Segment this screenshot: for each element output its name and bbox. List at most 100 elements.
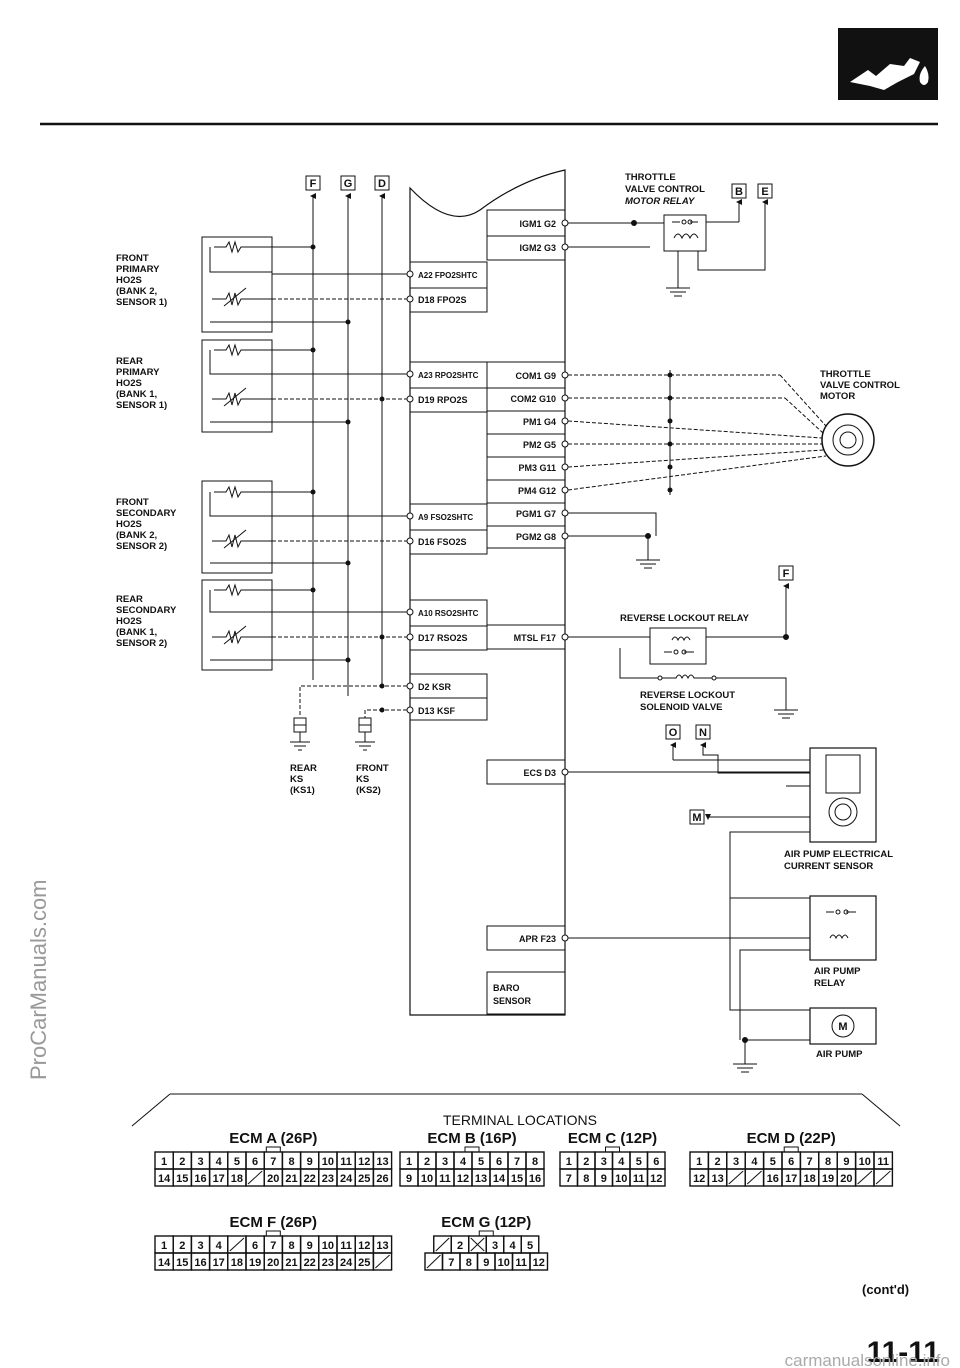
connector-pin-number: 8 <box>288 1240 294 1252</box>
watermark-bottom: carmanualsonline.info <box>785 1351 950 1368</box>
connector-pin-number: 13 <box>475 1173 487 1185</box>
connector-pin-number: 12 <box>693 1173 705 1185</box>
connector-pin-number: 7 <box>270 1240 276 1252</box>
connector-pin-number: 2 <box>583 1156 589 1168</box>
connector-title: ECM D (22P) <box>747 1130 836 1147</box>
connector-pin-number: 10 <box>859 1156 871 1168</box>
connector-pin-number: 5 <box>527 1240 533 1252</box>
connector-pin-number: 4 <box>751 1156 758 1168</box>
knock-sensors <box>290 685 407 751</box>
ecm-pin-circles <box>406 219 569 942</box>
connector-title: ECM G (12P) <box>441 1214 531 1231</box>
connector-cell <box>646 1168 666 1187</box>
connector-pin-number: 25 <box>358 1173 370 1185</box>
ecm-block <box>409 169 566 1016</box>
baro-label-1: BARO <box>493 983 520 993</box>
air-pump-connector-o: O <box>669 727 678 739</box>
connector-pin-number: 7 <box>270 1156 276 1168</box>
connector-pin-number: 6 <box>496 1156 502 1168</box>
connector-pin-number: 3 <box>197 1240 203 1252</box>
connector-pin-number: 21 <box>285 1173 297 1185</box>
connector-empty-slot <box>247 1170 263 1185</box>
pin-a23: A23 RPO2SHTC <box>418 371 479 380</box>
connector-pin-number: 6 <box>252 1240 258 1252</box>
connector-pin-number: 2 <box>424 1156 430 1168</box>
pin-pm1: PM1 G4 <box>523 417 556 427</box>
sensor-labels: FRONT PRIMARY HO2S (BANK 2, SENSOR 1) RE… <box>116 253 177 649</box>
connector-pin-number: 20 <box>267 1173 279 1185</box>
connector-pin-number: 3 <box>601 1156 607 1168</box>
pin-a10: A10 RSO2SHTC <box>418 609 479 618</box>
svg-text:THROTTLE: THROTTLE <box>625 172 676 183</box>
pin-d13: D13 KSF <box>418 706 456 716</box>
connector-pin-number: 9 <box>843 1156 849 1168</box>
connector-pin-number: 9 <box>307 1240 313 1252</box>
connector-pin-number: 18 <box>231 1257 243 1269</box>
ecm-right-pin-labels: IGM1 G2 IGM2 G3 COM1 G9 COM2 G10 PM1 G4 … <box>493 219 556 1006</box>
throttle-relay-block: THROTTLE VALVE CONTROL MOTOR RELAY B E <box>568 172 773 297</box>
svg-text:HO2S: HO2S <box>116 519 142 530</box>
connector-pin-number: 8 <box>583 1173 589 1185</box>
connector-pin-number: 20 <box>267 1257 279 1269</box>
svg-text:HO2S: HO2S <box>116 378 142 389</box>
svg-text:VALVE CONTROL: VALVE CONTROL <box>625 184 705 195</box>
connector-pin-number: 9 <box>406 1173 412 1185</box>
connector-pin-number: 4 <box>618 1156 625 1168</box>
ks-rear-2: KS <box>290 774 303 785</box>
connector-pin-number: 3 <box>492 1240 498 1252</box>
connector-tab <box>265 1146 281 1153</box>
connector-pin-number: 10 <box>615 1173 627 1185</box>
connector-pin-number: 16 <box>194 1257 206 1269</box>
sensor-front-primary: FRONT PRIMARY HO2S (BANK 2, SENSOR 1) <box>116 253 167 308</box>
top-connector-f: F <box>310 178 317 190</box>
reverse-lockout-block: F REVERSE LOCKOUT RELAY REVERSE LOCKOUT … <box>568 565 798 719</box>
connector-pin-number: 12 <box>650 1173 662 1185</box>
top-connector-g: G <box>344 178 353 190</box>
svg-text:HO2S: HO2S <box>116 275 142 286</box>
connector-title: ECM F (26P) <box>230 1214 318 1231</box>
pin-d16: D16 FSO2S <box>418 537 467 547</box>
pin-apr: APR F23 <box>519 934 556 944</box>
connector-pin-number: 11 <box>877 1156 889 1168</box>
connector-pin-number: 9 <box>483 1257 489 1269</box>
pin-d18: D18 FPO2S <box>418 295 467 305</box>
svg-text:MOTOR RELAY: MOTOR RELAY <box>625 196 696 207</box>
connector-empty-slot <box>728 1170 744 1185</box>
sensor-rear-primary: REAR PRIMARY HO2S (BANK 1, SENSOR 1) <box>116 356 167 411</box>
connector-title: ECM B (16P) <box>427 1130 516 1147</box>
connector-pin-number: 19 <box>822 1173 834 1185</box>
connector-pin-number: 7 <box>807 1156 813 1168</box>
connector-pin-number: 22 <box>304 1257 316 1269</box>
connector-pin-number: 19 <box>249 1257 261 1269</box>
pin-com1: COM1 G9 <box>515 371 556 381</box>
svg-text:FRONT: FRONT <box>116 497 149 508</box>
connector-pin-number: 2 <box>457 1240 463 1252</box>
svg-text:SENSOR 1): SENSOR 1) <box>116 400 167 411</box>
connector-pin-number: 1 <box>406 1156 412 1168</box>
connector-pin-number: 12 <box>358 1240 370 1252</box>
connector-pin-number: 18 <box>803 1173 815 1185</box>
ho2s-sensors <box>201 236 273 671</box>
connector-title: ECM A (26P) <box>229 1130 317 1147</box>
svg-text:SENSOR 1): SENSOR 1) <box>116 297 167 308</box>
top-connector-d: D <box>378 178 386 190</box>
pin-ecs: ECS D3 <box>523 768 556 778</box>
connector-tab <box>605 1146 620 1153</box>
connector-pin-number: 5 <box>478 1156 484 1168</box>
svg-text:PRIMARY: PRIMARY <box>116 367 160 378</box>
svg-text:REAR: REAR <box>116 356 143 367</box>
svg-text:MOTOR: MOTOR <box>820 391 855 402</box>
connector-pin-number: 10 <box>322 1240 334 1252</box>
connector-pin-number: 3 <box>733 1156 739 1168</box>
svg-text:(BANK 2,: (BANK 2, <box>116 286 157 297</box>
baro-label-2: SENSOR <box>493 996 532 1006</box>
air-pump-motor-letter: M <box>838 1021 847 1033</box>
connector-empty-slot <box>435 1237 450 1252</box>
throttle-motor-block: THROTTLE VALVE CONTROL MOTOR <box>567 369 900 569</box>
connector-pin-number: 16 <box>767 1173 779 1185</box>
connector-pin-number: 20 <box>840 1173 852 1185</box>
page-number: 11-11 <box>867 1336 940 1368</box>
top-connectors: F G D <box>305 175 390 696</box>
svg-text:(BANK 1,: (BANK 1, <box>116 389 157 400</box>
